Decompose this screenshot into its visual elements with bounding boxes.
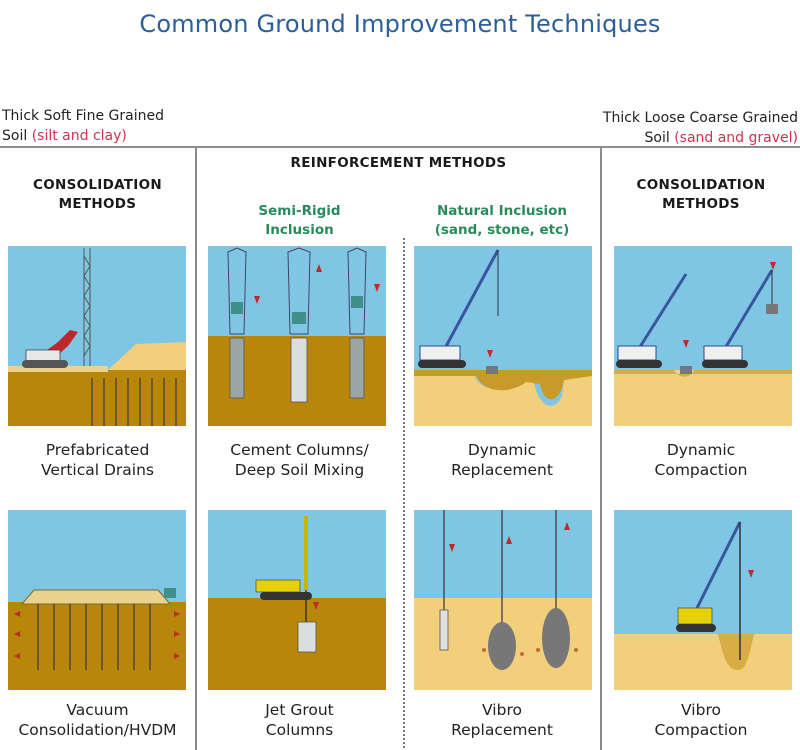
left-soil-detail: (silt and clay) xyxy=(32,128,127,144)
dynamic-replacement-illustration xyxy=(414,246,592,426)
vibro-comp-caption-line2: Compaction xyxy=(602,720,800,740)
jet-grout-illustration xyxy=(208,510,386,690)
vacuum-illustration xyxy=(8,510,186,690)
vibro-replacement-illustration xyxy=(414,510,592,690)
cement-caption-line1: Cement Columns/ xyxy=(197,440,402,460)
jet-caption-line2: Columns xyxy=(197,720,402,740)
semi-rigid-line1: Semi-Rigid xyxy=(197,202,402,221)
left-section-heading: CONSOLIDATION METHODS xyxy=(0,176,195,214)
vacuum-caption: Vacuum Consolidation/HVDM xyxy=(0,700,195,740)
vibro-rep-caption-line1: Vibro xyxy=(404,700,600,720)
right-heading-line2: METHODS xyxy=(602,195,800,214)
left-soil-line2: Soil xyxy=(2,128,32,144)
dyn-comp-caption: Dynamic Compaction xyxy=(602,440,800,480)
left-soil-label: Thick Soft Fine Grained Soil (silt and c… xyxy=(2,106,164,146)
dyn-rep-caption-line1: Dynamic xyxy=(404,440,600,460)
natural-inclusion-heading: Natural Inclusion (sand, stone, etc) xyxy=(404,202,600,240)
middle-section-heading: REINFORCEMENT METHODS xyxy=(197,154,600,173)
cement-caption-line2: Deep Soil Mixing xyxy=(197,460,402,480)
vibro-compaction-illustration xyxy=(614,510,792,690)
pvd-caption-line1: Prefabricated xyxy=(0,440,195,460)
jet-caption: Jet Grout Columns xyxy=(197,700,402,740)
cement-columns-illustration xyxy=(208,246,386,426)
dyn-rep-caption: Dynamic Replacement xyxy=(404,440,600,480)
right-section-heading: CONSOLIDATION METHODS xyxy=(602,176,800,214)
natural-line1: Natural Inclusion xyxy=(404,202,600,221)
cement-caption: Cement Columns/ Deep Soil Mixing xyxy=(197,440,402,480)
right-soil-label: Thick Loose Coarse Grained Soil (sand an… xyxy=(603,108,798,148)
left-heading-line2: METHODS xyxy=(0,195,195,214)
vibro-comp-caption-line1: Vibro xyxy=(602,700,800,720)
semi-rigid-heading: Semi-Rigid Inclusion xyxy=(197,202,402,240)
left-heading-line1: CONSOLIDATION xyxy=(0,176,195,195)
vacuum-caption-line2: Consolidation/HVDM xyxy=(0,720,195,740)
dyn-comp-caption-line1: Dynamic xyxy=(602,440,800,460)
right-soil-detail: (sand and gravel) xyxy=(674,130,798,146)
right-soil-line1: Thick Loose Coarse Grained xyxy=(603,108,798,128)
semi-rigid-line2: Inclusion xyxy=(197,221,402,240)
dotted-divider xyxy=(403,238,405,748)
dynamic-compaction-illustration xyxy=(614,246,792,426)
vibro-comp-caption: Vibro Compaction xyxy=(602,700,800,740)
dyn-comp-caption-line2: Compaction xyxy=(602,460,800,480)
dyn-rep-caption-line2: Replacement xyxy=(404,460,600,480)
jet-caption-line1: Jet Grout xyxy=(197,700,402,720)
pvd-caption-line2: Vertical Drains xyxy=(0,460,195,480)
pvd-caption: Prefabricated Vertical Drains xyxy=(0,440,195,480)
page-title: Common Ground Improvement Techniques xyxy=(0,10,800,38)
vibro-rep-caption: Vibro Replacement xyxy=(404,700,600,740)
right-soil-line2: Soil xyxy=(645,130,675,146)
top-divider xyxy=(0,146,800,148)
natural-line2: (sand, stone, etc) xyxy=(404,221,600,240)
vibro-rep-caption-line2: Replacement xyxy=(404,720,600,740)
pvd-illustration xyxy=(8,246,186,426)
right-heading-line1: CONSOLIDATION xyxy=(602,176,800,195)
vacuum-caption-line1: Vacuum xyxy=(0,700,195,720)
left-soil-line1: Thick Soft Fine Grained xyxy=(2,106,164,126)
